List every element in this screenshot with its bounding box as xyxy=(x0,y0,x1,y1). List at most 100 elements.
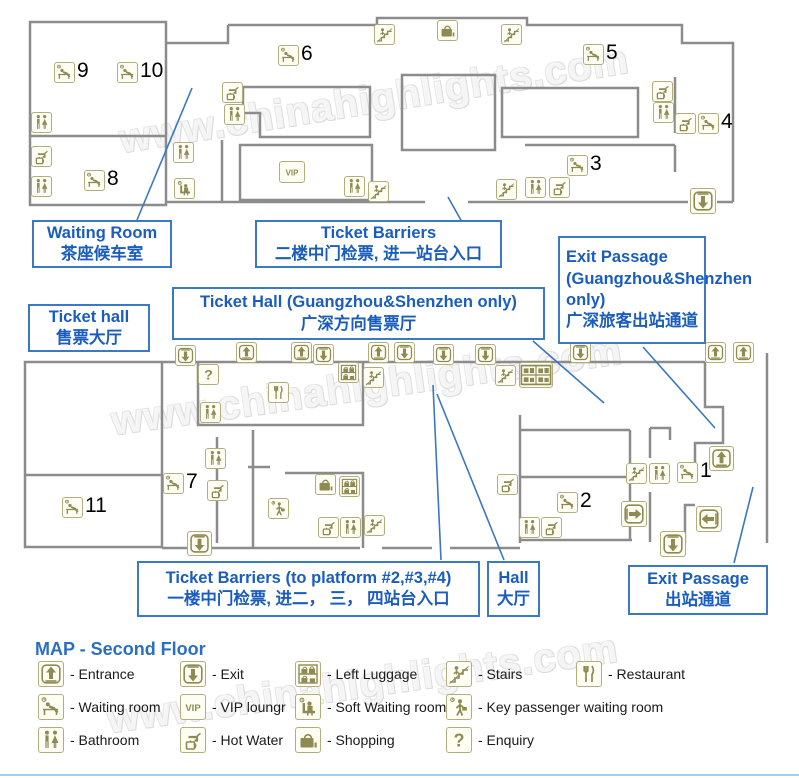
vip-icon xyxy=(180,694,206,720)
luggage-icon xyxy=(338,362,359,383)
shopping-icon xyxy=(437,20,458,41)
legend-label: - Stairs xyxy=(478,666,523,682)
label-line: Hall xyxy=(498,568,529,587)
room-number: 4 xyxy=(721,110,733,133)
stairs-icon xyxy=(501,24,522,45)
label-line: 大厅 xyxy=(497,590,530,608)
hotwater-icon xyxy=(549,177,570,198)
room-number: 11 xyxy=(85,494,107,517)
exit-icon xyxy=(180,661,206,687)
luggage-icon xyxy=(339,476,360,497)
shopping-icon xyxy=(295,727,321,753)
label-line: Exit Passage xyxy=(647,569,749,588)
hotwater-icon xyxy=(541,517,562,538)
vip-icon xyxy=(279,161,305,183)
label-exit-passage: Exit Passage 出站通道 xyxy=(628,565,768,615)
legend-label: - Left Luggage xyxy=(327,666,418,682)
room-number: 2 xyxy=(580,489,592,512)
stairs-icon xyxy=(626,463,647,484)
exit-icon xyxy=(433,344,454,365)
waiting-icon: 8 xyxy=(84,168,119,191)
bathroom-icon xyxy=(649,463,670,484)
bathroom-icon xyxy=(205,448,226,469)
shopping-icon xyxy=(315,474,336,495)
bathroom-icon xyxy=(224,104,245,125)
bathroom-icon xyxy=(340,517,361,538)
waiting-icon: 9 xyxy=(54,60,89,83)
entrance-icon xyxy=(236,342,257,363)
room-number: 8 xyxy=(107,167,119,190)
label-line: Ticket Hall (Guangzhou&Shenzhen only) xyxy=(200,293,517,312)
label-line: 二楼中门检票, 进一站台入口 xyxy=(274,245,483,263)
exit-icon xyxy=(475,344,496,365)
label-line: 茶座候车室 xyxy=(60,245,144,263)
soft-icon xyxy=(174,178,195,199)
exit-icon xyxy=(394,342,415,363)
waiting-icon: 7 xyxy=(163,471,198,494)
room-number: 9 xyxy=(77,59,89,82)
entrance-icon xyxy=(291,342,312,363)
waiting-icon: 4 xyxy=(698,111,733,134)
label-line: 出站通道 xyxy=(665,591,731,609)
stairs-icon xyxy=(363,367,384,388)
bathroom-icon xyxy=(344,176,365,197)
waiting-icon: 6 xyxy=(278,43,313,66)
label-line: only) xyxy=(566,291,606,309)
bathroom-icon xyxy=(525,177,546,198)
legend-label: - Key passenger waiting room xyxy=(478,699,664,715)
label-line: Exit Passage xyxy=(566,248,668,267)
room-number: 3 xyxy=(590,152,602,175)
restaurant-icon xyxy=(268,382,289,403)
legend-title: MAP - Second Floor xyxy=(35,639,206,659)
label-line: 广深方向售票厅 xyxy=(300,314,417,333)
entrance-icon xyxy=(733,342,754,363)
hotwater-icon xyxy=(652,81,673,102)
restaurant-icon xyxy=(576,661,602,687)
label-ticket-hall: Ticket hall 售票大厅 xyxy=(28,304,150,352)
label-ticket-barriers-1f: Ticket Barriers (to platform #2,#3,#4)一楼… xyxy=(137,561,480,617)
waiting-icon: 3 xyxy=(567,153,602,176)
label-line: Ticket Barriers xyxy=(320,223,437,242)
hotwater-icon xyxy=(318,517,339,538)
label-hall: Hall 大厅 xyxy=(487,561,540,617)
label-line: Ticket hall xyxy=(48,307,130,326)
room-number: 1 xyxy=(700,459,712,482)
entrance-icon xyxy=(709,446,734,471)
exit-left-icon xyxy=(696,506,722,532)
legend-label: - Soft Waiting room xyxy=(327,699,447,715)
label-line: 一楼中门检票, 进二， 三， 四站台入口 xyxy=(167,590,450,608)
bathroom-icon xyxy=(31,176,52,197)
room-number: 10 xyxy=(140,59,164,82)
exit-icon xyxy=(313,344,334,365)
stairs-icon xyxy=(495,365,516,386)
label-ticket-barriers-2f: Ticket Barriers 二楼中门检票, 进一站台入口 xyxy=(255,220,502,268)
legend-label: - VIP loungr xyxy=(212,699,286,715)
soft-icon xyxy=(295,694,321,720)
label-line: 售票大厅 xyxy=(56,329,122,347)
waiting-icon: 1 xyxy=(677,460,712,483)
bathroom-icon xyxy=(173,142,194,163)
exit-icon xyxy=(570,342,591,363)
question-icon xyxy=(198,364,219,385)
bathroom-icon xyxy=(200,402,221,423)
hotwater-icon xyxy=(31,146,52,167)
legend-label: - Waiting room xyxy=(70,699,161,715)
waiting-icon: 2 xyxy=(557,490,592,513)
floorplan-walls xyxy=(23,16,769,550)
bottom-divider xyxy=(0,774,799,776)
legend-label: - Entrance xyxy=(70,666,135,682)
legend-label: - Hot Water xyxy=(212,732,284,748)
label-ticket-hall-gs: Ticket Hall (Guangzhou&Shenzhen only) 广深方… xyxy=(172,287,545,340)
hotwater-icon xyxy=(207,480,228,501)
label-leader-lines xyxy=(136,87,754,564)
room-number: 6 xyxy=(301,42,313,65)
legend-label: - Exit xyxy=(212,666,244,682)
legend-label: - Enquiry xyxy=(478,732,535,748)
keypax-icon xyxy=(268,498,289,519)
label-line: 广深旅客出站通道 xyxy=(566,312,698,331)
stairs-icon xyxy=(446,661,472,687)
exit-icon xyxy=(175,345,196,366)
waiting-icon: 5 xyxy=(583,42,618,65)
